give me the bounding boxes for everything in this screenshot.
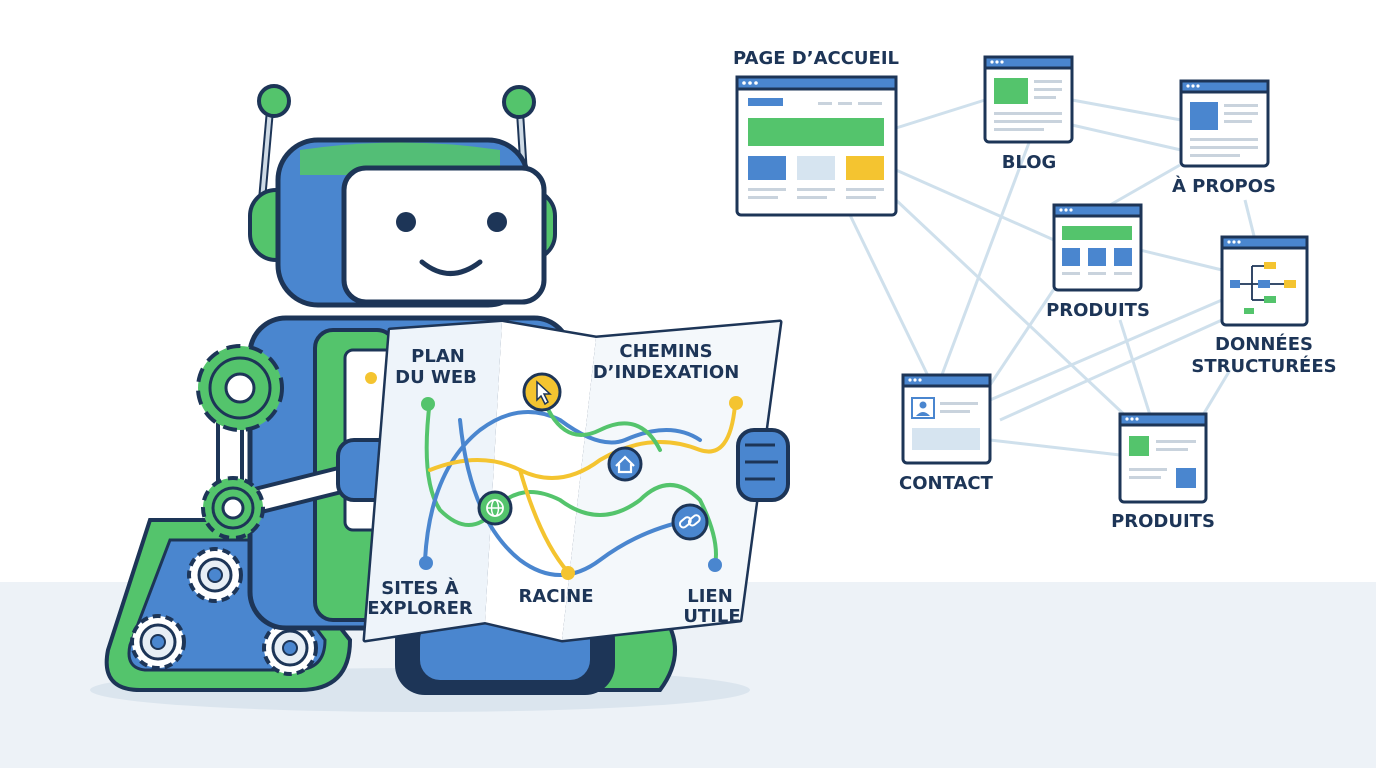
map-dot bbox=[419, 556, 433, 570]
map-label-link-1: LIEN bbox=[687, 586, 733, 607]
map-label-paths-2: D’INDEXATION bbox=[593, 362, 740, 383]
label-home: PAGE D’ACCUEIL bbox=[733, 48, 899, 69]
map-label-paths-1: CHEMINS bbox=[619, 341, 712, 362]
cursor-icon bbox=[522, 372, 562, 412]
map-dot bbox=[561, 566, 575, 580]
page-products-1 bbox=[1052, 203, 1143, 292]
gear-icon bbox=[130, 614, 186, 670]
robot-hand-right bbox=[736, 428, 790, 502]
page-contact bbox=[901, 373, 992, 465]
label-about: À PROPOS bbox=[1172, 175, 1276, 197]
gear-icon bbox=[201, 476, 265, 540]
tree-icon bbox=[1230, 262, 1296, 314]
globe-icon bbox=[477, 490, 513, 526]
label-structured-2: STRUCTURÉES bbox=[1191, 355, 1336, 377]
page-blog bbox=[983, 55, 1074, 144]
map-label-plan-1: PLAN bbox=[411, 346, 465, 367]
label-structured-1: DONNÉES bbox=[1215, 333, 1313, 355]
map-dot bbox=[421, 397, 435, 411]
link-icon bbox=[671, 503, 709, 541]
map-dot bbox=[708, 558, 722, 572]
label-products-1: PRODUITS bbox=[1046, 300, 1150, 321]
map-paths bbox=[423, 388, 737, 577]
map-label-plan-2: DU WEB bbox=[395, 367, 477, 388]
label-blog: BLOG bbox=[1002, 152, 1057, 173]
home-icon bbox=[607, 446, 643, 482]
gear-icon bbox=[187, 547, 243, 603]
gear-icon bbox=[196, 344, 284, 432]
page-structured-data bbox=[1220, 235, 1309, 327]
site-links bbox=[848, 98, 1257, 457]
robot-head bbox=[248, 84, 557, 308]
map-label-sites-1: SITES À bbox=[381, 577, 458, 599]
folded-map bbox=[362, 319, 783, 643]
map-label-link-2: UTILE bbox=[683, 606, 740, 627]
profile-icon bbox=[911, 397, 935, 419]
map-label-root: RACINE bbox=[518, 586, 593, 607]
map-dot bbox=[729, 396, 743, 410]
map-dot bbox=[365, 372, 377, 384]
page-home bbox=[735, 75, 898, 217]
page-products-2 bbox=[1118, 412, 1208, 504]
gear-icon bbox=[262, 620, 318, 676]
map-label-sites-2: EXPLORER bbox=[367, 598, 473, 619]
label-products-2: PRODUITS bbox=[1111, 511, 1215, 532]
map-labels: PLAN DU WEB CHEMINS D’INDEXATION SITES À… bbox=[367, 341, 740, 627]
label-contact: CONTACT bbox=[899, 473, 994, 494]
page-about bbox=[1179, 79, 1270, 168]
